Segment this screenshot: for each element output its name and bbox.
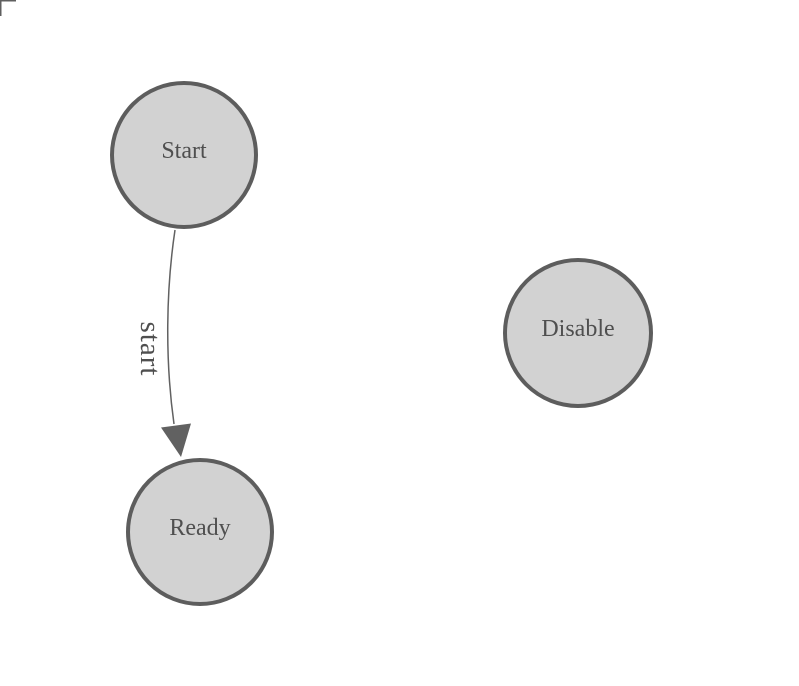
arrowhead-icon [161,423,191,457]
transition-start-to-ready[interactable]: start [134,229,191,457]
state-circle [503,258,653,408]
transition-label: start [134,322,166,377]
state-label: Ready [169,515,230,541]
state-node-start[interactable]: Start [110,81,258,229]
state-circle [110,81,258,229]
state-circle [126,458,274,606]
transition-path [167,229,176,425]
state-label: Start [161,138,207,164]
state-node-disable[interactable]: Disable [503,258,653,408]
state-label: Disable [541,316,614,342]
state-node-ready[interactable]: Ready [126,458,274,606]
paper-corner-mark [0,0,16,16]
